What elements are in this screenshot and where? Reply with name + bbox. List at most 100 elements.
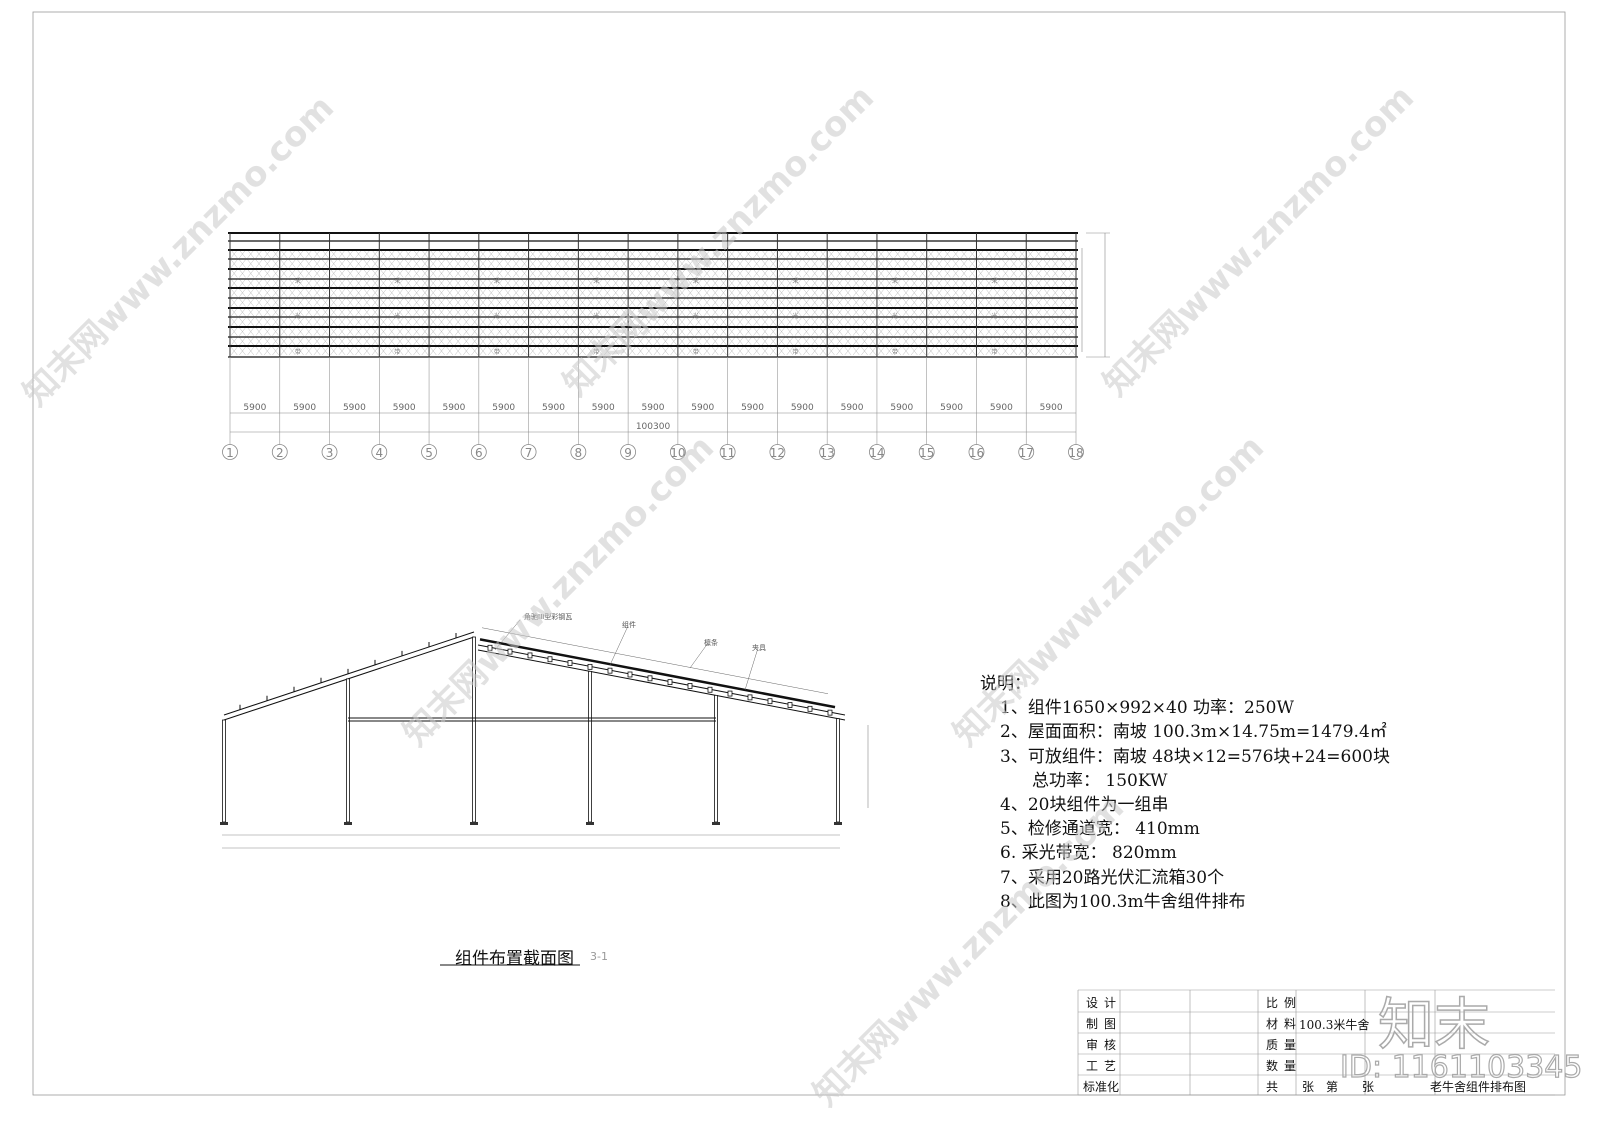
pv-module (297, 249, 304, 259)
pv-module (877, 308, 885, 317)
pv-module (653, 346, 661, 356)
pv-module (778, 249, 785, 259)
pv-module (844, 249, 852, 259)
pv-module (230, 337, 238, 346)
axis-bubble (321, 444, 338, 460)
pv-module (1018, 346, 1026, 356)
pv-module (562, 346, 570, 356)
pv-module (985, 346, 993, 356)
pv-module (1068, 288, 1076, 297)
pv-module (969, 288, 976, 297)
pv-module (446, 259, 454, 268)
pv-module (546, 317, 553, 327)
pv-module (255, 278, 263, 288)
pv-module (330, 259, 337, 268)
pv-module (745, 249, 752, 259)
pv-module (778, 298, 785, 307)
pv-module (496, 317, 503, 327)
pv-module (886, 269, 893, 278)
pv-module (935, 317, 943, 327)
pv-module (521, 278, 528, 288)
pv-module (720, 298, 727, 307)
pv-module (869, 278, 877, 288)
pv-module (380, 346, 387, 356)
pv-module (919, 298, 926, 307)
pv-module (463, 259, 470, 268)
pv-module (239, 249, 246, 259)
pv-module (1027, 346, 1034, 356)
pv-module (587, 327, 595, 336)
pv-module (554, 337, 561, 346)
pv-module (521, 288, 528, 297)
pv-module (620, 337, 628, 346)
pv-module (985, 278, 993, 288)
pv-module (554, 278, 561, 288)
pv-module (1051, 288, 1059, 297)
pv-module (604, 269, 611, 278)
pv-module (794, 308, 802, 317)
pv-module (753, 249, 760, 259)
pv-module (886, 346, 893, 356)
pv-module (852, 288, 860, 297)
pv-module (1035, 269, 1042, 278)
pv-module (678, 288, 686, 297)
pv-module (910, 249, 918, 259)
pv-module (703, 278, 711, 288)
pv-module (587, 317, 595, 327)
pv-module (388, 308, 396, 317)
pv-module (753, 317, 760, 327)
pv-module (338, 249, 346, 259)
pv-module (1035, 308, 1042, 317)
pv-module (844, 259, 852, 268)
pv-module (653, 317, 661, 327)
axis-label: 17 (1019, 446, 1034, 460)
pv-module (687, 337, 694, 346)
pv-module (935, 298, 943, 307)
pv-module (944, 288, 951, 297)
pv-module (852, 308, 860, 317)
pv-module (579, 317, 586, 327)
pv-module (753, 288, 760, 297)
pv-module (1010, 249, 1018, 259)
pv-module (1035, 346, 1042, 356)
pv-module (736, 278, 744, 288)
pv-module (562, 259, 570, 268)
pv-module (687, 298, 694, 307)
pv-module (255, 337, 263, 346)
pv-module (371, 346, 379, 356)
pv-module (579, 269, 586, 278)
pv-module (703, 327, 711, 336)
pv-module (512, 298, 520, 307)
pv-module (421, 346, 429, 356)
pv-module (1043, 346, 1051, 356)
pv-module (396, 249, 404, 259)
pv-module (604, 327, 611, 336)
pv-module (877, 269, 885, 278)
pv-module (695, 278, 702, 288)
pv-module (313, 327, 321, 336)
pv-module (272, 298, 279, 307)
pv-module (844, 308, 852, 317)
pv-module (711, 249, 719, 259)
pv-module (861, 278, 868, 288)
pv-module (952, 298, 960, 307)
pv-module (346, 346, 354, 356)
pv-module (1060, 278, 1067, 288)
pv-module (454, 308, 462, 317)
skylight-label: 带 (593, 348, 599, 356)
axis-bubble (669, 444, 686, 460)
pv-module (728, 346, 736, 356)
pv-module (255, 327, 263, 336)
pv-module (512, 259, 520, 268)
pv-module (960, 337, 968, 346)
pv-module (877, 278, 885, 288)
pv-module (736, 346, 744, 356)
pv-module (1035, 327, 1042, 336)
bay-dimension: 5900 (741, 403, 764, 413)
pv-module (355, 298, 362, 307)
pv-module (769, 346, 777, 356)
pv-module (869, 337, 877, 346)
pv-module (1043, 278, 1051, 288)
pv-module (471, 269, 478, 278)
pv-module (305, 308, 313, 317)
